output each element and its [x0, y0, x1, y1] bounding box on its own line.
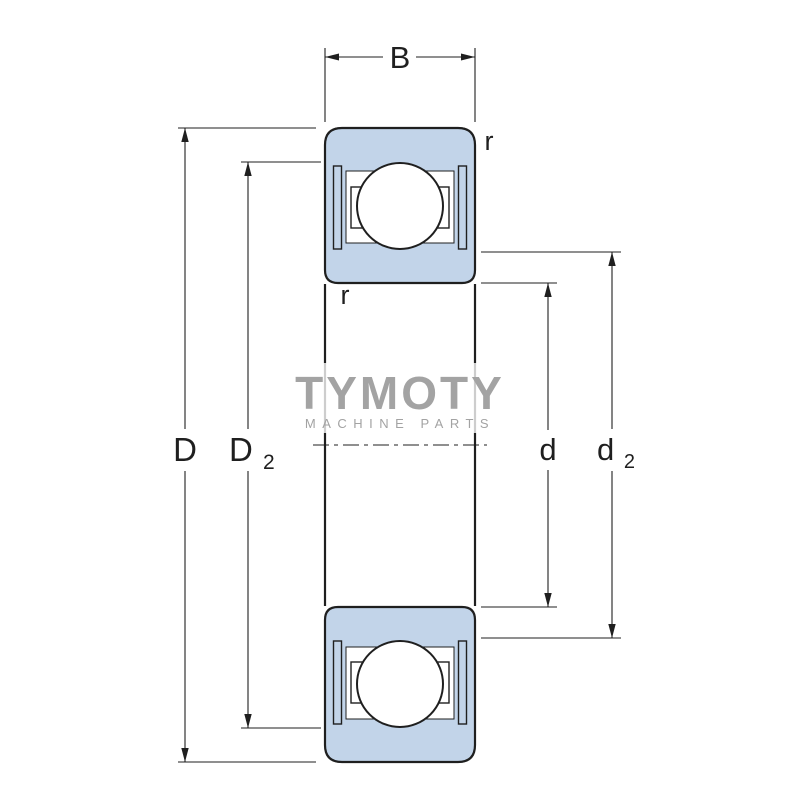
- dimension-d: d: [481, 282, 564, 608]
- arrowhead-bottom: [544, 593, 552, 607]
- arrowhead-bottom: [181, 748, 189, 762]
- label-backdrop: [223, 429, 273, 471]
- fillet-radius-label-bottom: r: [341, 280, 350, 310]
- watermark-backdrop: [285, 363, 515, 433]
- label-base: D: [229, 431, 253, 468]
- dimension-label-bore: d: [539, 432, 556, 467]
- dimension-label-inner-recess: d 2: [597, 432, 635, 473]
- arrowhead-bottom: [244, 714, 252, 728]
- label-subscript: 2: [263, 451, 275, 474]
- arrowhead-bottom: [608, 624, 616, 638]
- fillet-radius-label-top: r: [485, 126, 494, 156]
- bearing-top-section: [323, 126, 477, 285]
- arrowhead-top: [244, 162, 252, 176]
- label-backdrop: [166, 429, 204, 471]
- arrowhead-top: [544, 283, 552, 297]
- dimension-d2: d 2: [481, 251, 636, 639]
- label-backdrop: [532, 430, 564, 470]
- label-backdrop: [383, 41, 416, 73]
- dimension-label-width: B: [390, 40, 411, 75]
- watermark-brand: TYMOTY: [295, 367, 505, 419]
- label-subscript: 2: [624, 451, 635, 473]
- arrowhead-right: [461, 53, 475, 61]
- dimension-D: D: [166, 127, 316, 763]
- label-base: d: [597, 432, 614, 467]
- arrowhead-top: [608, 252, 616, 266]
- watermark: TYMOTY MACHINE PARTS: [285, 363, 515, 433]
- dimension-label-outer-diameter: D: [173, 431, 197, 468]
- watermark-tagline: MACHINE PARTS: [305, 416, 495, 431]
- dimension-B: B: [324, 40, 476, 122]
- bearing-bottom-section: [323, 605, 477, 764]
- arrowhead-top: [181, 128, 189, 142]
- dimension-D2: D 2: [223, 161, 321, 729]
- arrowhead-left: [325, 53, 339, 61]
- label-backdrop: [592, 429, 636, 471]
- dimension-label-outer-recess: D 2: [229, 431, 275, 474]
